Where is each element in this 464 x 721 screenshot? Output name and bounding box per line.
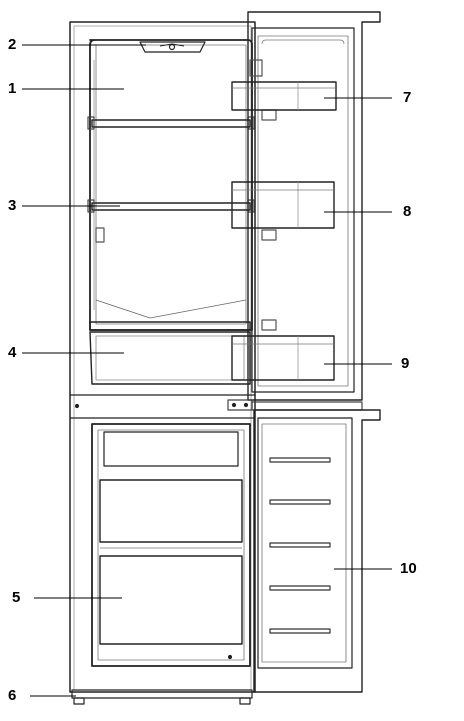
- fridge-shelf-upper: [87, 116, 255, 130]
- door-balcony-middle: [231, 181, 335, 229]
- label-8: 8: [403, 203, 412, 220]
- freezer-door: [253, 409, 381, 693]
- label-5: 5: [12, 589, 21, 606]
- label-10: 10: [400, 560, 417, 577]
- label-7: 7: [403, 89, 412, 106]
- label-4: 4: [8, 344, 17, 361]
- freezer-compartment: [91, 423, 251, 667]
- door-balcony-upper: [231, 81, 337, 111]
- label-1: 1: [8, 80, 17, 97]
- adjustable-feet: [71, 689, 253, 705]
- label-2: 2: [8, 36, 17, 53]
- label-3: 3: [8, 197, 17, 214]
- label-6: 6: [8, 687, 17, 704]
- fridge-door: [227, 11, 381, 411]
- door-balcony-lower: [231, 335, 335, 381]
- fridge-compartment: [89, 39, 253, 331]
- label-9: 9: [401, 355, 410, 372]
- thermostat-light: [139, 41, 206, 53]
